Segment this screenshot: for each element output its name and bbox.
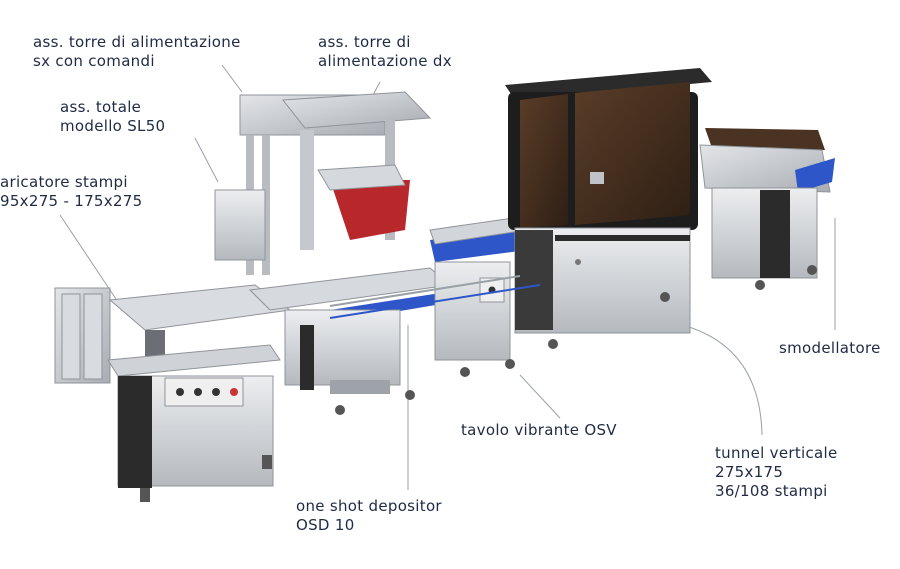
label-line: aricatore stampi xyxy=(0,173,128,191)
label-line: modello SL50 xyxy=(60,117,166,135)
label-totale: ass. totale modello SL50 xyxy=(60,98,165,136)
mould-loader xyxy=(54,284,292,502)
label-line: 275x175 xyxy=(715,463,784,481)
label-line: ass. torre di xyxy=(318,33,411,51)
label-line: sx con comandi xyxy=(33,52,155,70)
label-torre-sx: ass. torre di alimentazione sx con coman… xyxy=(33,33,241,71)
label-tavolo: tavolo vibrante OSV xyxy=(461,421,617,440)
label-line: ass. torre di alimentazione xyxy=(33,33,241,51)
vertical-tunnel xyxy=(505,68,712,349)
label-line: tunnel verticale xyxy=(715,444,838,462)
label-caricatore: aricatore stampi 95x275 - 175x275 xyxy=(0,173,142,211)
demoulder xyxy=(699,128,835,290)
label-depositor: one shot depositor OSD 10 xyxy=(296,497,442,535)
label-line: 36/108 stampi xyxy=(715,482,828,500)
label-smodellatore: smodellatore xyxy=(779,339,881,358)
label-line: tavolo vibrante OSV xyxy=(461,421,617,439)
label-line: ass. totale xyxy=(60,98,142,116)
feeding-towers xyxy=(214,91,432,275)
label-line: 95x275 - 175x275 xyxy=(0,192,143,210)
label-line: one shot depositor xyxy=(296,497,442,515)
depositor-table xyxy=(248,267,465,415)
label-line: alimentazione dx xyxy=(318,52,452,70)
label-line: smodellatore xyxy=(779,339,881,357)
label-line: OSD 10 xyxy=(296,516,355,534)
conveyor-rails xyxy=(329,275,541,319)
label-torre-dx: ass. torre di alimentazione dx xyxy=(318,33,452,71)
label-tunnel: tunnel verticale 275x175 36/108 stampi xyxy=(715,444,838,501)
